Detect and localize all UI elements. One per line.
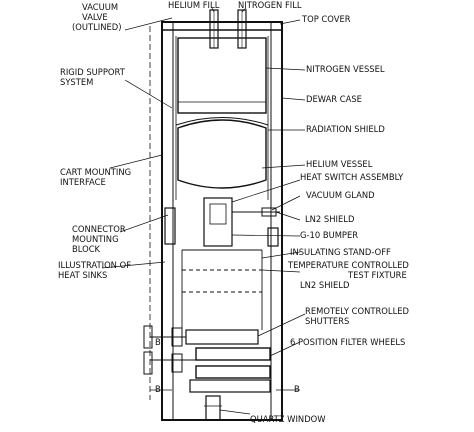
label-connector-block: CONNECTOR MOUNTING BLOCK [72,224,128,254]
label-temp-test-fixture: TEMPERATURE CONTROLLED TEST FIXTURE [287,260,412,280]
label-vacuum-valve: VACUUM VALVE (OUTLINED) [72,2,122,32]
nitrogen-fill-port [237,9,247,49]
label-remote-shutters: REMOTELY CONTROLLED SHUTTERS [305,306,412,326]
label-dewar-case: DEWAR CASE [306,94,362,104]
label-heat-sinks: ILLUSTRATION OF HEAT SINKS [58,260,134,280]
label-radiation-shield: RADIATION SHIELD [306,124,385,134]
label-quartz-window: QUARTZ WINDOW [250,414,326,424]
remote-shutters [143,325,259,349]
section-mark-left-lower: B [155,384,161,394]
label-helium-fill: HELIUM FILL [168,0,220,10]
label-rigid-support: RIGID SUPPORT SYSTEM [60,67,128,87]
heat-switch-assembly [203,197,280,247]
helium-fill-port [209,9,219,49]
label-top-cover: TOP COVER [301,14,351,24]
label-insulating-standoff: INSULATING STAND-OFF [290,247,391,257]
label-nitrogen-vessel: NITROGEN VESSEL [306,64,385,74]
filter-wheels [143,347,271,393]
quartz-window [204,395,222,421]
top-cover [161,21,283,31]
helium-vessel [177,119,267,189]
label-nitrogen-fill: NITROGEN FILL [238,0,302,10]
section-mark-right: B [294,384,300,394]
label-g10-bumper: G-10 BUMPER [300,230,358,240]
label-filter-wheels: 6 POSITION FILTER WHEELS [290,337,405,347]
radiation-shield [175,36,269,200]
connector-mounting-block [164,207,279,247]
label-ln2-shield-1: LN2 SHIELD [305,214,354,224]
label-heat-switch: HEAT SWITCH ASSEMBLY [300,172,404,182]
label-cart-mounting: CART MOUNTING INTERFACE [60,167,134,187]
test-fixture [181,249,263,330]
label-ln2-shield-2: LN2 SHIELD [300,280,349,290]
nitrogen-vessel [177,37,267,114]
section-mark-left-upper: B [155,337,161,347]
label-helium-vessel: HELIUM VESSEL [306,159,373,169]
leader-lines [101,7,306,415]
label-vacuum-gland: VACUUM GLAND [306,190,375,200]
